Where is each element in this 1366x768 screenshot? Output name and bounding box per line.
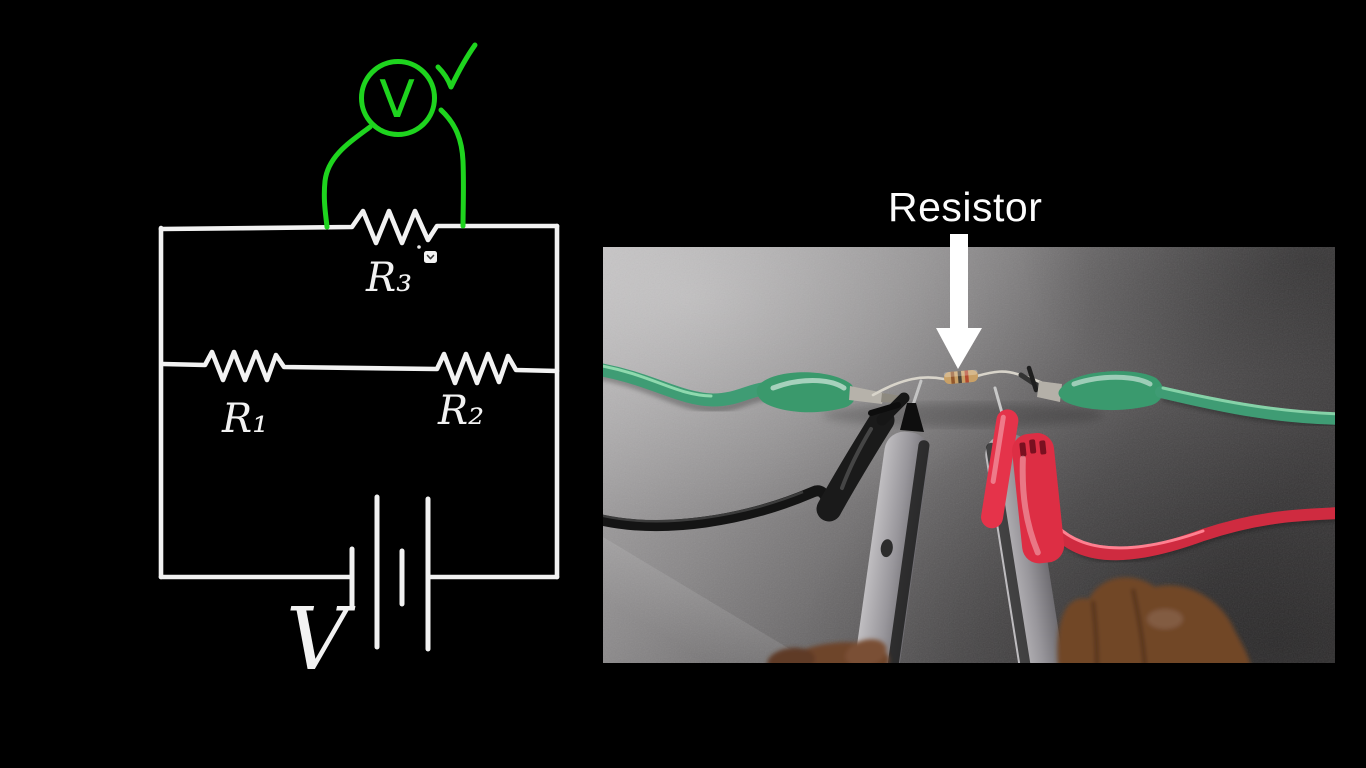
- green-wire-left: [603, 363, 776, 407]
- label-r1: R₁: [221, 396, 268, 442]
- label-r3: R₃: [365, 255, 412, 301]
- left-hand: [766, 639, 890, 663]
- annotation-widget[interactable]: [424, 251, 437, 263]
- right-hand: [1057, 577, 1251, 663]
- voltmeter-circle: [359, 59, 437, 137]
- clip-ferrule-right: [1037, 381, 1062, 402]
- resistor-body: [943, 369, 978, 385]
- battery-symbol: [349, 494, 431, 652]
- chevron-down-icon: [426, 254, 435, 260]
- widget-box[interactable]: [424, 251, 437, 263]
- resistor-assembly: [871, 369, 1053, 397]
- black-probe[interactable]: [851, 379, 932, 663]
- green-lead-right: [1018, 365, 1335, 428]
- red-lead: [1047, 507, 1335, 563]
- component-shadow: [823, 403, 1103, 427]
- voltmeter-lead-left: [321, 124, 373, 230]
- alligator-clip-red-large: [1012, 433, 1065, 564]
- green-wire-right: [1155, 386, 1335, 425]
- hands: [766, 577, 1251, 663]
- photo-caption: Resistor: [888, 184, 1043, 230]
- black-probe-cone: [900, 403, 924, 432]
- voltmeter-annotation: [321, 42, 478, 230]
- red-probe[interactable]: [979, 386, 1067, 663]
- black-lead: [603, 392, 910, 532]
- label-battery-voltage: V: [286, 590, 356, 690]
- circuit-wires: [158, 208, 560, 652]
- voltmeter-lead-right: [438, 107, 466, 229]
- stray-dot: [417, 245, 421, 249]
- alligator-clip-red-small: [981, 409, 1019, 529]
- resistor-photo: [603, 247, 1335, 663]
- circuit-diagram: R₁ R₂ R₃ V V: [158, 42, 560, 690]
- red-wire: [1047, 507, 1335, 561]
- surface-texture: [603, 247, 1335, 663]
- label-r2: R₂: [437, 388, 484, 434]
- black-probe-body[interactable]: [851, 429, 932, 663]
- checkmark-icon: [435, 42, 478, 90]
- clip-jaw-metal-left: [849, 386, 884, 404]
- red-probe-tip: [993, 386, 1004, 415]
- voltmeter-letter: V: [379, 70, 415, 130]
- resistor-lead-left: [871, 376, 946, 397]
- clip-jaw-black-right: [1026, 365, 1039, 393]
- alligator-clip-black: [816, 407, 895, 522]
- down-arrow-icon: [936, 234, 982, 369]
- wire-middle: [160, 349, 560, 386]
- wire-top: [158, 208, 560, 246]
- green-lead-left: [603, 363, 903, 413]
- photo-scene: [603, 247, 1335, 663]
- black-probe-tip: [911, 379, 923, 407]
- arrow-shape: [936, 234, 982, 369]
